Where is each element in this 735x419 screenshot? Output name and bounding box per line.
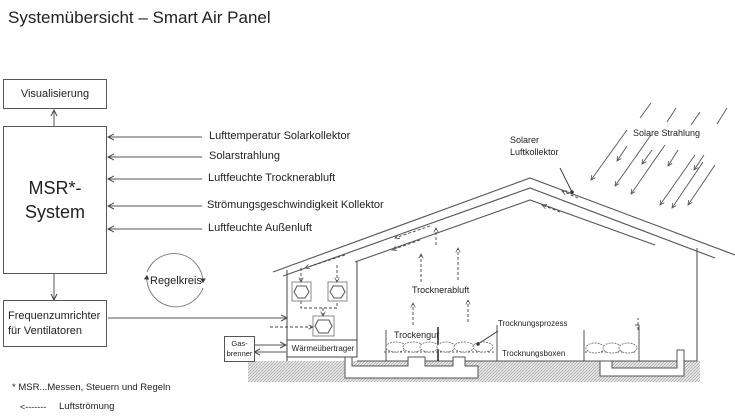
airflow-legend-label: Luftströmung: [59, 401, 115, 412]
airflow-lines: [270, 191, 639, 370]
solar-radiation-label: Solare Strahlung: [633, 128, 701, 138]
fans: [291, 281, 348, 337]
gas-burner-box: Gas- brenner: [224, 336, 255, 362]
gas-burner-connectors: [254, 345, 286, 352]
msr-system-box: MSR*- System: [3, 126, 107, 274]
drying-process-label: Trocknungsprozess: [498, 319, 568, 328]
control-connectors: [54, 110, 287, 318]
pointer-lines: [476, 167, 574, 346]
sensor-label-1: Lufttemperatur Solarkollektor: [209, 130, 351, 142]
visualization-label: Visualisierung: [20, 88, 90, 100]
fc-label-line1: Frequenzumrichter: [8, 309, 101, 322]
visualization-box: Visualisierung: [3, 79, 107, 109]
air-channel: [344, 349, 685, 379]
heat-exchanger-label: Wärmeübertrager: [291, 344, 355, 353]
drying-boxes-label: Trocknungsboxen: [502, 349, 566, 358]
building: [272, 177, 735, 362]
control-loop-icon: [143, 253, 206, 308]
control-loop-label: Regelkreis: [150, 275, 202, 287]
msr-label-line2: System: [24, 202, 85, 222]
gas-burner-label-line2: brenner: [226, 349, 253, 358]
collector-label-line1: Solarer: [510, 135, 540, 145]
page-title: Systemübersicht – Smart Air Panel: [8, 8, 271, 27]
sensor-label-4: Strömungsgeschwindigkeit Kollektor: [207, 199, 384, 211]
frequency-converter-box: Frequenzumrichter für Ventilatoren: [3, 300, 107, 347]
fc-label-line2: für Ventilatoren: [8, 324, 82, 337]
drying-good-label: Trockengut: [394, 330, 439, 340]
collector-lower-plate: [282, 187, 716, 277]
sensor-label-2: Solarstrahlung: [209, 150, 280, 162]
collector-label: Solarer Luftkollektor: [510, 134, 559, 158]
drying-goods: [385, 341, 638, 354]
sensor-label-3: Luftfeuchte Trocknerabluft: [208, 172, 336, 184]
collector-label-line2: Luftkollektor: [510, 147, 559, 157]
airflow-legend-symbol: <-------: [20, 402, 47, 412]
sensor-label-5: Luftfeuchte Außenluft: [208, 222, 312, 234]
msr-footnote: * MSR...Messen, Steuern und Regeln: [12, 382, 171, 393]
msr-label-line1: MSR*-: [28, 178, 82, 198]
exhaust-label: Trocknerabluft: [412, 285, 470, 295]
solar-radiation-arrows: [591, 102, 728, 208]
gas-burner-label-line1: Gas-: [231, 339, 248, 348]
